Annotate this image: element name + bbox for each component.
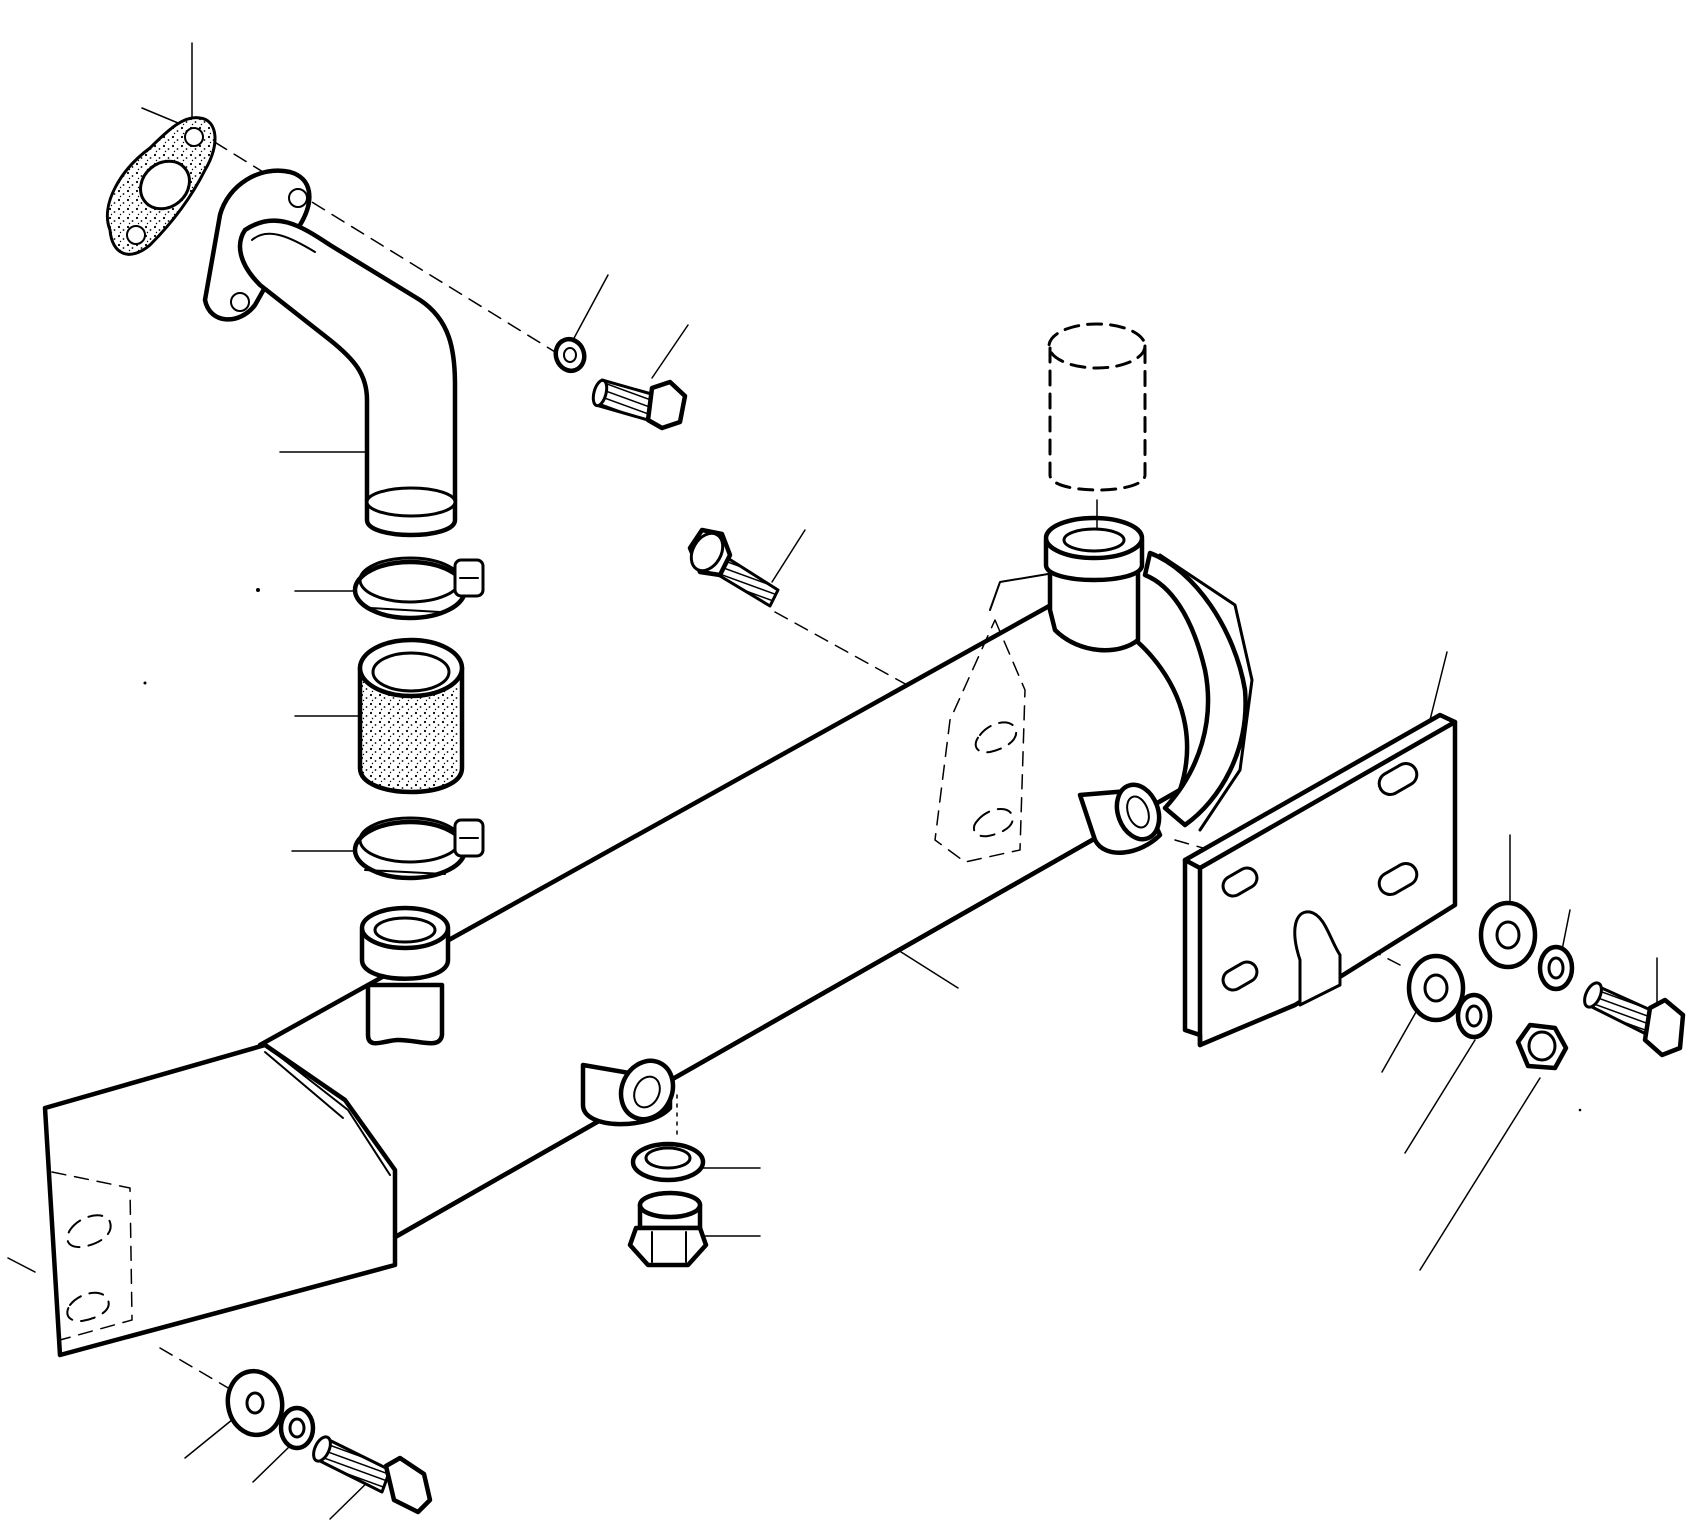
lower-hose-clamp bbox=[352, 816, 485, 881]
drain-washer bbox=[630, 1141, 706, 1183]
filler-sleeve bbox=[1047, 322, 1147, 529]
speck bbox=[256, 588, 260, 592]
drain-plug bbox=[627, 1190, 709, 1268]
plain-washer bbox=[1406, 900, 1538, 1023]
lock-nut bbox=[553, 336, 587, 374]
spring-washer bbox=[1455, 944, 1575, 1040]
cooler-tank bbox=[42, 515, 1254, 1358]
hex-nut bbox=[1515, 1022, 1569, 1071]
tank-bolt bbox=[687, 527, 780, 608]
speck bbox=[143, 681, 147, 685]
bottom-hex-bolt bbox=[312, 1435, 433, 1515]
bottom-plain-washer bbox=[225, 1368, 285, 1438]
hex-bolt bbox=[1583, 981, 1686, 1058]
rubber-hose bbox=[357, 637, 465, 795]
flange-gasket bbox=[105, 116, 217, 256]
speck bbox=[1578, 1108, 1582, 1112]
mounting-plate bbox=[1182, 712, 1458, 1048]
upper-hose-clamp bbox=[352, 556, 485, 621]
flange-bolt bbox=[591, 378, 688, 431]
elbow-pipe bbox=[202, 168, 458, 538]
bottom-spring-washer bbox=[278, 1405, 316, 1451]
